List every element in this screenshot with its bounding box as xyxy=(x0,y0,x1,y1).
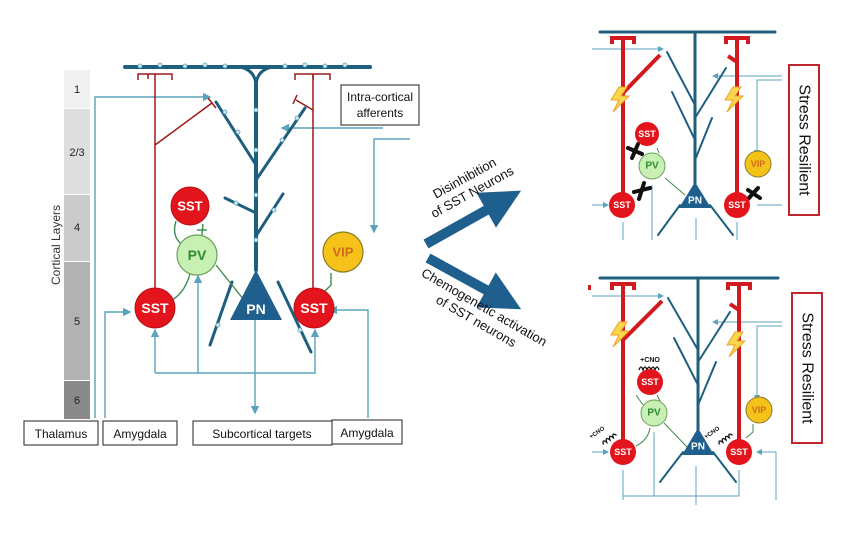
pv-connections xyxy=(635,394,754,449)
sst-neuron-right: SST xyxy=(293,287,335,329)
sst-label: SST xyxy=(638,129,656,139)
pv-label: PV xyxy=(188,247,207,263)
sst-label: SST xyxy=(141,300,169,316)
transition-arrows: Disinhibition of SST Neurons Chemogeneti… xyxy=(419,154,550,350)
bottom-right-panel: +CNO +CNO +CNO PN SST PV SST SST VIP Str… xyxy=(588,276,823,505)
intracortical-afferents-box: Intra-cortical afferents xyxy=(340,84,420,126)
blocked-synapse-icon xyxy=(746,186,762,201)
dendritic-spines xyxy=(137,62,348,333)
sst-neuron-upper xyxy=(635,122,659,146)
sst-label: SST xyxy=(613,200,631,210)
input-lines xyxy=(592,46,782,240)
amygdala-right-label: Amygdala xyxy=(340,426,394,440)
layer-6-label: 6 xyxy=(74,395,80,407)
layer-5-label: 5 xyxy=(74,316,80,328)
sst-neuron-left: SST xyxy=(134,287,176,329)
layer-5-cell xyxy=(64,262,90,380)
lightning-icon xyxy=(610,321,631,348)
sst-label: SST xyxy=(730,447,748,457)
pn-label: PN xyxy=(691,442,705,453)
pn-label: PN xyxy=(246,301,265,317)
intracortical-label-line2: afferents xyxy=(357,106,403,120)
subcortical-label: Subcortical targets xyxy=(212,427,311,441)
sst-label: SST xyxy=(614,447,632,457)
amygdala-box-right: Amygdala xyxy=(331,419,403,445)
dreadd-receptor-icon xyxy=(602,433,617,445)
pv-neuron xyxy=(638,152,666,180)
sst-label: SST xyxy=(641,377,659,387)
dreadd-receptor-icon xyxy=(718,433,733,445)
intracortical-label-line1: Intra-cortical xyxy=(347,90,413,104)
sst-neuron-right xyxy=(726,439,752,465)
pn-neuron xyxy=(682,428,714,455)
pv-connections xyxy=(656,147,686,196)
left-circuit: PN SST PV SST SST VIP Intra-co xyxy=(23,62,420,446)
layer-1-cell xyxy=(64,70,90,108)
layer-4-cell xyxy=(64,195,90,261)
cno-label: +CNO xyxy=(640,357,660,364)
pn-label: PN xyxy=(688,196,702,207)
sst-neuron-upper xyxy=(637,369,663,395)
disinhibition-arrow xyxy=(423,190,522,249)
pv-neuron xyxy=(640,399,668,427)
pn-dendrite-tree xyxy=(598,276,780,483)
thalamus-label: Thalamus xyxy=(35,427,88,441)
vip-label: VIP xyxy=(333,245,354,260)
layer-2-3-label: 2/3 xyxy=(69,147,84,159)
sst-axons xyxy=(610,36,750,195)
layer-6-cell xyxy=(64,381,90,419)
lightning-icon xyxy=(726,331,747,358)
sst-neuron-left xyxy=(609,192,635,218)
dreadd-receptor-icon xyxy=(638,366,660,373)
cortical-layers-bar: 1 2/3 4 5 6 Cortical Layers xyxy=(49,70,90,419)
sst-axons xyxy=(137,73,331,290)
stress-resilient-label: Stress Resilient xyxy=(796,84,813,196)
blocked-synapse-icon xyxy=(626,142,644,160)
pv-label: PV xyxy=(645,161,659,172)
pn-neuron-left: PN xyxy=(230,270,282,320)
input-lines xyxy=(94,92,410,418)
vip-label: VIP xyxy=(752,405,767,415)
layer-4-label: 4 xyxy=(74,222,80,234)
lightning-icon xyxy=(724,86,745,113)
amygdala-left-label: Amygdala xyxy=(113,427,167,441)
sst-neuron-left xyxy=(610,439,636,465)
lightning-icon xyxy=(610,86,631,113)
sst-label: SST xyxy=(177,199,202,214)
sst-neuron-upper: SST xyxy=(170,186,210,226)
layer-1-label: 1 xyxy=(74,84,80,96)
layer-2-3-cell xyxy=(64,109,90,194)
cno-label: +CNO xyxy=(589,426,607,441)
pv-neuron: PV xyxy=(176,234,218,276)
top-right-panel: PN SST PV SST SST VIP Stress Resilient xyxy=(592,30,820,240)
thalamus-box: Thalamus xyxy=(23,420,99,446)
sst-neuron-right xyxy=(724,192,750,218)
blocked-synapse-icon xyxy=(632,181,652,201)
stress-resilient-box-top: Stress Resilient xyxy=(788,64,820,216)
amygdala-box-left: Amygdala xyxy=(102,420,178,446)
red-mark xyxy=(588,285,591,290)
pn-neuron xyxy=(679,182,711,208)
cortical-layers-axis-label: Cortical Layers xyxy=(49,205,63,285)
sst-label: SST xyxy=(300,300,328,316)
pn-dendrite-tree xyxy=(598,30,777,236)
vip-neuron xyxy=(745,396,773,424)
subcortical-targets-box: Subcortical targets xyxy=(192,420,333,446)
sst-label: SST xyxy=(728,200,746,210)
pv-label: PV xyxy=(647,408,661,419)
stress-resilient-label: Stress Resilient xyxy=(799,312,816,424)
vip-label: VIP xyxy=(751,159,766,169)
cno-label: +CNO xyxy=(704,426,722,441)
vip-neuron: VIP xyxy=(322,231,364,273)
stress-resilient-box-bottom: Stress Resilient xyxy=(791,292,823,444)
sst-axons xyxy=(610,282,752,440)
chemogenetic-arrow xyxy=(425,253,522,310)
vip-neuron xyxy=(744,150,772,178)
